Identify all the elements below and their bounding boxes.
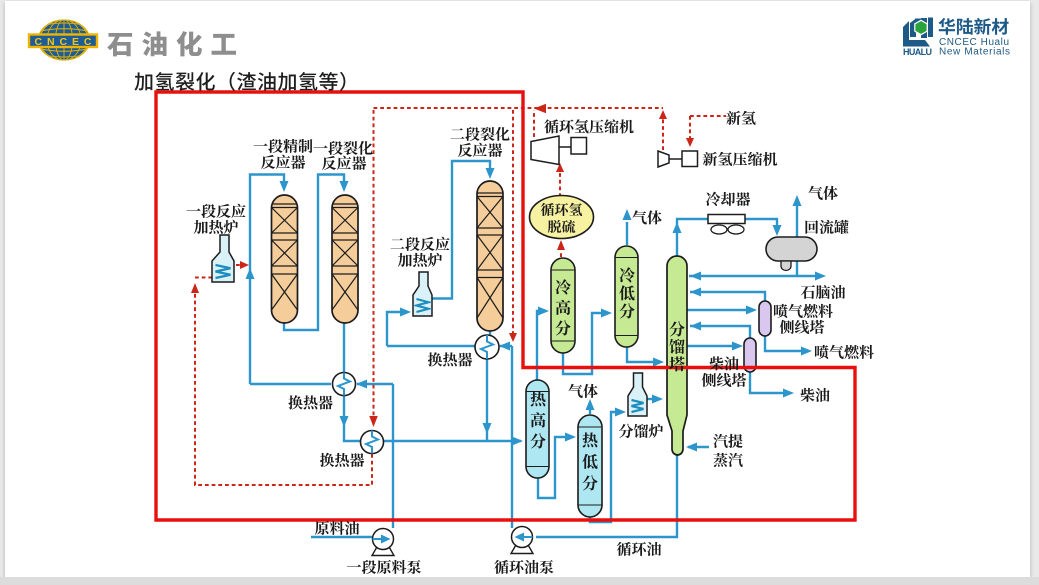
svg-text:HUALU: HUALU: [903, 47, 932, 57]
svg-text:New Materials: New Materials: [939, 47, 1010, 58]
svg-text:CNCEC: CNCEC: [35, 36, 92, 48]
svg-text:CNCEC Hualu: CNCEC Hualu: [939, 37, 1009, 48]
